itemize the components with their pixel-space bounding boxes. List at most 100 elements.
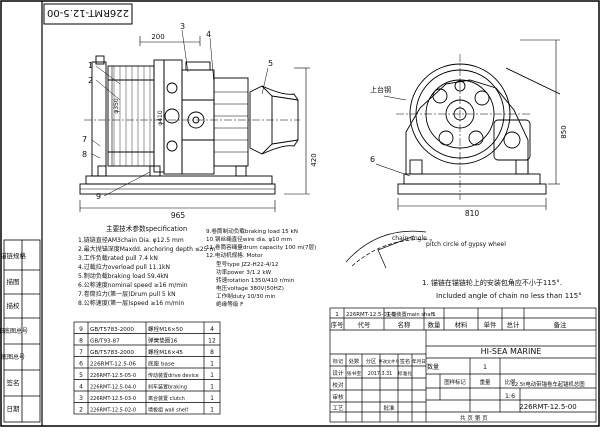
callout-6: 6	[370, 155, 375, 164]
tb-qty-label: 数量	[427, 363, 439, 371]
tb-sign-5: 年月日	[412, 358, 426, 365]
part-name: 墙板组 wall shelf	[148, 407, 188, 414]
dim-420: 420	[310, 153, 318, 166]
margin-label-0: 锚链规格	[0, 251, 27, 260]
tb-head-1: 代号	[358, 320, 371, 329]
tb-row-top-no: 1	[335, 312, 339, 318]
shangtai-label: 上台钢	[370, 85, 391, 94]
tb-head-6: 总计	[507, 320, 520, 329]
spec-right-line: 转速rotation 1350/410 r/min	[216, 276, 295, 284]
spec-left-line: 8.公称速度(第一层)speed ≥16 m/min	[78, 299, 184, 307]
tb-head-2: 名称	[398, 320, 411, 329]
part-code: GB/T5783-2000	[90, 327, 134, 333]
side-view-windlass	[396, 54, 561, 200]
drawing-name-cn: 12.5t电动带锚卷车起锚机总图	[511, 380, 584, 388]
tb-head-0: 序号	[331, 320, 344, 329]
tb-head-7: 备注	[554, 320, 567, 329]
part-code: 226RMT-12.5-03-0	[90, 396, 136, 402]
tb-review-label: 审核	[332, 393, 344, 401]
chain-note-cn: 1. 锚链在锚链轮上的安装包角应不小于115°.	[422, 278, 562, 287]
spec-left-line: 6.公称速度nominal speed ≥16 m/min	[78, 281, 188, 289]
spec-left-line: 7.卷筒拉力(第一层)Drum pull 5 kN	[78, 290, 176, 298]
tb-design-label: 设计	[332, 369, 344, 377]
part-no: 3	[79, 395, 83, 402]
chain-angle-label: chain angle	[392, 235, 427, 242]
tb-designer: 张书宝	[347, 370, 362, 377]
callout-9: 9	[96, 192, 101, 201]
part-code: GB/T5783-2000	[90, 350, 134, 356]
dim-200: 200	[151, 33, 164, 41]
spec-right-line: 12.电动机规格: Motor	[206, 251, 263, 259]
part-no: 5	[79, 372, 83, 379]
spec-left-line: 1.链链直径AM3chain Dia. φ12.5 mm	[78, 236, 184, 244]
tb-row-top-name: 主轴装置main shaft	[386, 310, 434, 318]
callout-7: 7	[82, 135, 87, 144]
part-code: GB/T93-87	[90, 339, 120, 345]
part-code: 226RMT-12.5-02-0	[90, 408, 136, 414]
part-qty: 1	[210, 361, 214, 368]
margin-label-4: 底图总号	[1, 353, 25, 361]
spec-right-line: 功率power 3/1.2 kW	[216, 268, 272, 276]
callout-2: 2	[88, 76, 93, 85]
title-block-number: 226RMT-12.5-00	[519, 403, 576, 411]
part-qty: 8	[210, 349, 214, 356]
margin-label-5: 签名	[7, 378, 20, 387]
tb-head-3: 数量	[428, 320, 441, 329]
tb-row-top-code: 226RMT-12.5-01-0	[346, 312, 396, 318]
part-qty: 1	[210, 372, 214, 379]
part-no: 4	[79, 384, 83, 391]
spec-right-line: 工作制duty 10/30 min	[216, 292, 276, 300]
title-block-grid	[329, 307, 597, 423]
spec-right-line: 绝缘等级 F	[216, 300, 243, 308]
chain-angle-diagram	[345, 230, 433, 269]
margin-label-3: 旧底图总号	[0, 327, 28, 335]
tb-row-top-qty: 1	[432, 312, 436, 318]
left-margin-table	[3, 239, 41, 423]
chain-note-en: Included angle of chain no less than 115…	[436, 292, 582, 300]
margin-label-2: 描校	[7, 301, 21, 310]
callout-1: 1	[88, 61, 93, 70]
part-no: 6	[79, 361, 83, 368]
spec-right-line: 11.卷筒容绳量drum capacity 100 m(7层)	[206, 243, 316, 251]
spec-right-line: 电压voltage 380V(50HZ)	[216, 284, 284, 292]
spec-right-line: 9.卷筒制动负载braking load 15 kN	[206, 227, 298, 235]
front-view-windlass	[79, 55, 300, 195]
callout-3: 3	[180, 22, 185, 31]
part-name: 刹车装置braking	[148, 384, 187, 391]
tb-stage-label: 图样标记	[444, 378, 466, 386]
rotated-drawing-number: 226RMT-12.5-00	[47, 7, 129, 18]
dim-850: 850	[560, 125, 568, 138]
spec-left-line: 3.工作负载rated pull 7.4 kN	[78, 254, 158, 262]
part-qty: 1	[210, 395, 214, 402]
tb-head-4: 材料	[455, 320, 468, 329]
part-name: 传动装置drive device	[148, 372, 199, 379]
tb-standard-label: 标准化	[398, 370, 413, 377]
tb-scale-value: 1:6	[505, 392, 515, 400]
part-no: 8	[79, 338, 83, 345]
tb-sign-4: 签名	[400, 357, 410, 365]
part-qty: 12	[208, 338, 216, 345]
dim-965: 965	[171, 211, 186, 220]
spec-heading: 主要技术参数specification	[106, 224, 187, 233]
side-view-dimensions	[375, 39, 560, 210]
spec-right-line: 10.钢丝绳直径wire dia. φ10 mm	[206, 235, 292, 243]
spec-left-list: 1.链链直径AM3chain Dia. φ12.5 mm 2.最大抛锚深度Max…	[78, 236, 215, 307]
part-qty: 1	[210, 384, 214, 391]
part-qty: 4	[210, 326, 214, 333]
part-code: 226RMT-12.5-05-0	[90, 373, 136, 379]
part-name: 螺栓M16×45	[148, 348, 183, 356]
dim-dia350: φ350	[113, 98, 120, 114]
spec-left-line: 4.过载拉力overload pull 11.1kN	[78, 263, 170, 271]
title-block-text: 1 226RMT-12.5-01-0 主轴装置main shaft 1 序号 代…	[331, 310, 585, 422]
front-view-dimensions	[79, 36, 310, 212]
parts-table-grid	[73, 321, 221, 415]
part-name: 底座 base	[148, 360, 175, 368]
margin-label-1: 描图	[7, 277, 20, 286]
margin-label-6: 日期	[7, 405, 21, 413]
tb-sheet-count: 共 页 第 页	[460, 414, 488, 422]
part-code: 226RMT-12.5-06	[90, 362, 136, 368]
parts-table-rows: 9 GB/T5783-2000 螺栓M16×50 4 8 GB/T93-87 弹…	[79, 325, 216, 414]
